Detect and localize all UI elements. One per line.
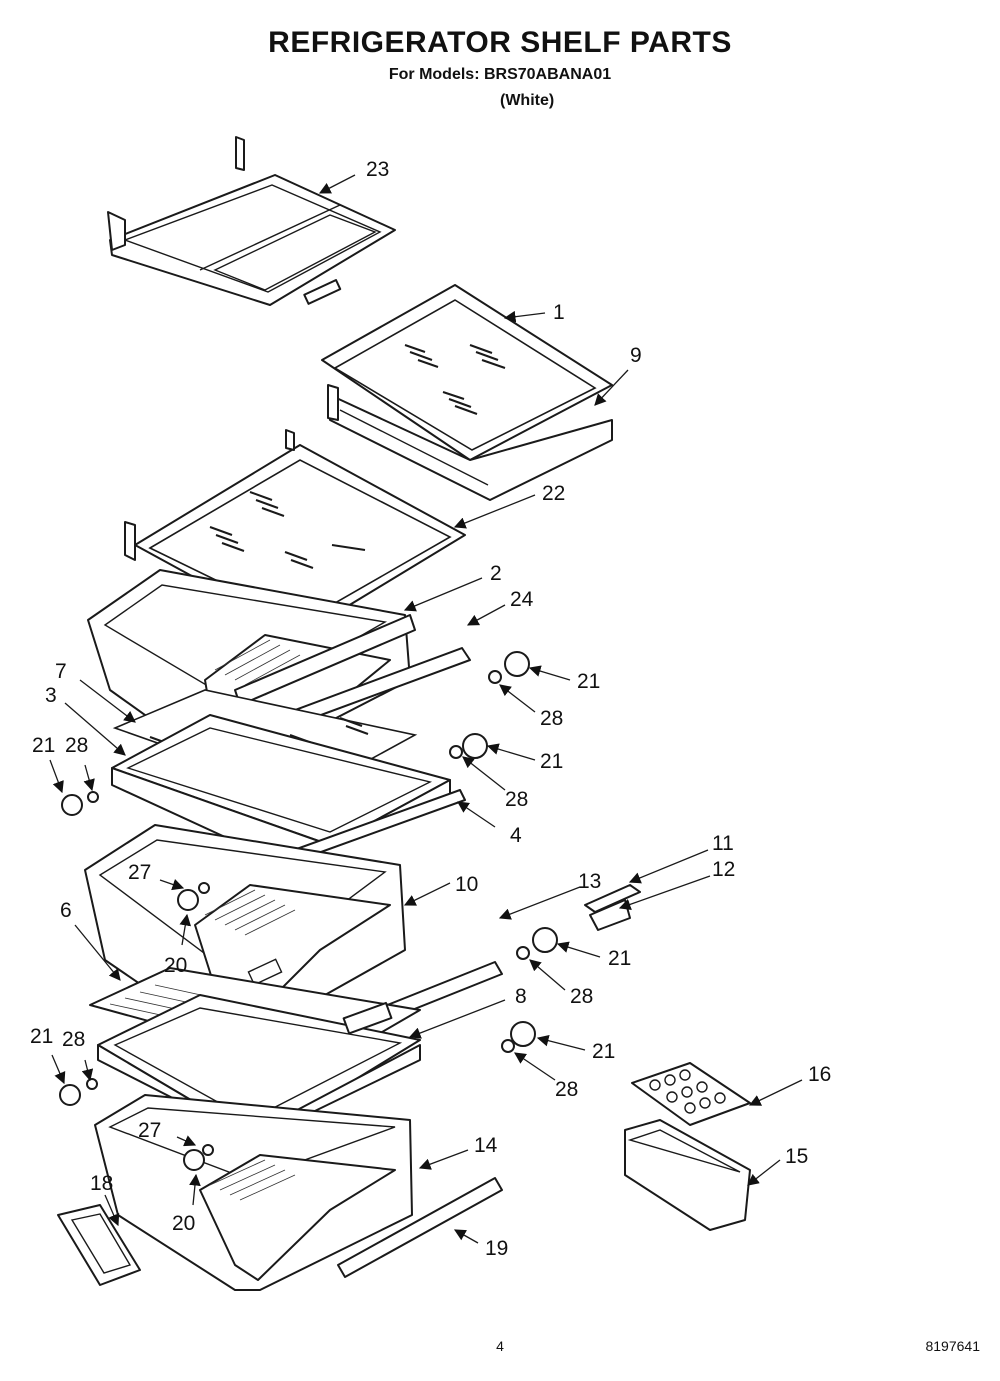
callout-18: 18 — [90, 1172, 113, 1195]
callout-7: 7 — [55, 660, 67, 683]
callout-20-b: 20 — [172, 1212, 195, 1235]
models-line: For Models: BRS70ABANA01 — [388, 66, 612, 83]
callout-28-e: 28 — [555, 1078, 578, 1101]
callout-20-a: 20 — [164, 954, 187, 977]
callout-labels: 23 1 9 22 2 24 21 28 7 3 21 28 21 28 4 1… — [30, 158, 831, 1260]
part-23-crisper-cover — [107, 136, 396, 306]
document-number: 8197641 — [925, 1338, 980, 1354]
callout-8: 8 — [515, 985, 527, 1008]
roller-wheels — [59, 651, 558, 1171]
callout-28-a: 28 — [540, 707, 563, 730]
callout-28-f: 28 — [62, 1028, 85, 1051]
callout-6: 6 — [60, 899, 72, 922]
callout-2: 2 — [490, 562, 502, 585]
callout-22: 22 — [542, 482, 565, 505]
callout-27-a: 27 — [128, 861, 151, 884]
callout-4: 4 — [510, 824, 522, 847]
callout-27-b: 27 — [138, 1119, 161, 1142]
callout-28-b: 28 — [505, 788, 528, 811]
callout-12: 12 — [712, 858, 735, 881]
callout-3: 3 — [45, 684, 57, 707]
callout-21-c: 21 — [32, 734, 55, 757]
color-note: (White) — [500, 92, 555, 109]
callout-21-b: 21 — [540, 750, 563, 773]
callout-1: 1 — [553, 301, 565, 324]
part-9-shelf-frame — [327, 384, 613, 501]
callout-15: 15 — [785, 1145, 808, 1168]
callout-28-d: 28 — [570, 985, 593, 1008]
part-19-rail — [337, 1177, 503, 1278]
callout-21-d: 21 — [608, 947, 631, 970]
callout-21-f: 21 — [30, 1025, 53, 1048]
part-14-lower-crisper-pan — [94, 1094, 413, 1291]
callout-11: 11 — [712, 832, 734, 855]
callout-24: 24 — [510, 588, 534, 611]
callout-14: 14 — [474, 1134, 498, 1157]
page-title: REFRIGERATOR SHELF PARTS — [268, 26, 732, 59]
callout-21-a: 21 — [577, 670, 600, 693]
part-1-glass-shelf — [321, 284, 613, 461]
part-8-crisper-frame — [97, 994, 421, 1141]
callout-10: 10 — [455, 873, 478, 896]
leader-lines — [49, 174, 803, 1244]
callout-9: 9 — [630, 344, 642, 367]
part-15-egg-bin — [624, 1119, 751, 1231]
callout-13: 13 — [578, 870, 601, 893]
callout-28-c: 28 — [65, 734, 88, 757]
part-16-egg-tray — [631, 1062, 751, 1126]
part-18-label-plate — [57, 1204, 141, 1286]
callout-16: 16 — [808, 1063, 831, 1086]
callout-23: 23 — [366, 158, 389, 181]
callout-21-e: 21 — [592, 1040, 615, 1063]
page-number: 4 — [496, 1338, 504, 1354]
callout-19: 19 — [485, 1237, 508, 1260]
